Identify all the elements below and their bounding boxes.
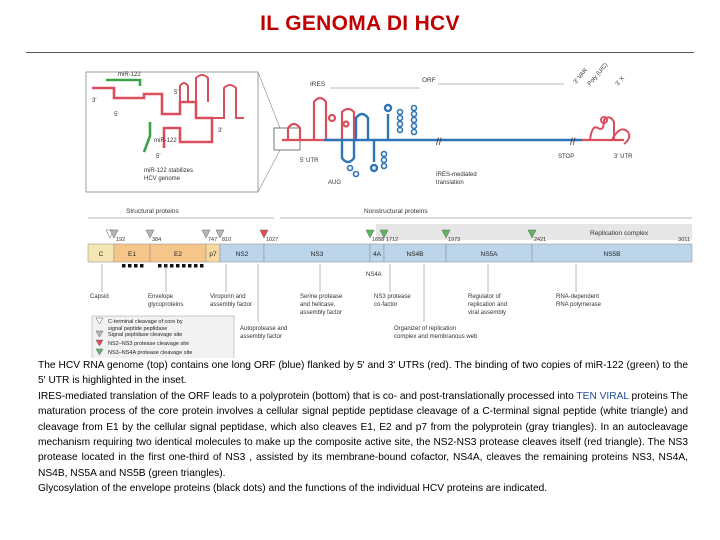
legend-text: NS2–NS3 protease cleavage site	[108, 341, 189, 347]
segment-label-c: C	[99, 251, 104, 258]
glycosylation-dot	[188, 264, 192, 268]
function-ns3-3: assembly factor	[300, 310, 342, 316]
nonstructural-proteins-label: Nonstructural proteins	[364, 208, 428, 215]
glycosylation-dot	[170, 264, 174, 268]
glycosylation-dot	[176, 264, 180, 268]
segment-start-ns5a: 1973	[448, 237, 460, 243]
replication-complex-label: Replication complex	[590, 230, 649, 237]
function-ns3-1: Serine protease	[300, 294, 343, 300]
inset-label-5prime-bottom: 5'	[156, 154, 160, 160]
function-envelope-1: Envelope	[148, 294, 174, 300]
segment-start-ns2: 810	[222, 237, 231, 243]
caption-paragraph-3: Glycosylation of the envelope proteins (…	[38, 481, 688, 496]
function-ns2-1: Autoprotease and	[240, 326, 287, 332]
segment-label-ns4b: NS4B	[407, 251, 424, 258]
function-ns5a-2: replication and	[468, 302, 507, 308]
segment-label-ns5a: NS5A	[481, 251, 499, 258]
caption-p2-end: proteins The maturation process of the c…	[38, 391, 688, 479]
genome-label-utr5: 5' UTR	[300, 158, 319, 164]
inset-label-5prime-left: 5'	[114, 112, 118, 118]
inset-label-mir122-top: miR-122	[118, 72, 141, 78]
function-viroporin-2: assembly factor	[210, 302, 252, 308]
function-ns4b-2: complex and membranous web	[394, 334, 478, 340]
function-ns5a-3: viral assembly	[468, 310, 506, 316]
inset-label-3prime-top: 3'	[92, 98, 96, 104]
function-ns4a-1: NS3 protease	[374, 294, 411, 300]
segment-start-4a: 1658	[372, 237, 384, 243]
segment-label-ns5b: NS5B	[604, 251, 621, 258]
segment-label-e2: E2	[174, 251, 182, 258]
title-divider	[26, 52, 694, 53]
inset-frame	[86, 72, 258, 192]
glycosylation-dot	[158, 264, 162, 268]
function-ns5b-2: RNA polymerase	[556, 302, 602, 308]
glycosylation-dots	[122, 264, 204, 268]
function-ns3-2: and helicase,	[300, 302, 336, 308]
segment-start-e1: 192	[116, 237, 125, 243]
genome-label-aug: AUG	[328, 180, 341, 186]
genome-label-ires-mediated-1: IRES-mediated	[436, 172, 477, 178]
function-ns2-2: assembly factor	[240, 334, 282, 340]
utr5-structure	[282, 98, 354, 140]
caption-paragraph-2: IRES-mediated translation of the ORF lea…	[38, 389, 688, 481]
legend-text: NS3–NS4A protease cleavage site	[108, 350, 192, 356]
page-title: IL GENOMA DI HCV	[0, 12, 720, 36]
inset-note-line2: HCV genome	[144, 176, 181, 182]
legend-text: Signal peptidase cleavage site	[108, 332, 182, 338]
function-ns5a-1: Regulator of	[468, 294, 501, 300]
glycosylation-dot	[140, 264, 144, 268]
segment-label-4a: 4A	[373, 251, 382, 258]
segment-start-ns4b: 1712	[386, 237, 398, 243]
glycosylation-dot	[200, 264, 204, 268]
caption-paragraph-1: The HCV RNA genome (top) contains one lo…	[38, 358, 688, 389]
segment-label-e1: E1	[128, 251, 136, 258]
segment-start-ns3: 1027	[266, 237, 278, 243]
ns4a-label: NS4A	[366, 272, 382, 278]
segment-start-p7: 747	[208, 237, 217, 243]
ires-structure	[342, 105, 391, 171]
orf-break-left: //	[436, 137, 442, 148]
figure-caption: The HCV RNA genome (top) contains one lo…	[38, 358, 688, 497]
function-ns4a-2: co-factor	[374, 302, 397, 308]
glycosylation-dot	[128, 264, 132, 268]
function-envelope-2: glycoproteins	[148, 302, 183, 308]
genome-label-stop: STOP	[558, 154, 574, 160]
genome-label-ires: IRES	[310, 81, 326, 88]
genome-label-orf: ORF	[422, 77, 436, 84]
segment-start-e2: 384	[152, 237, 161, 243]
glycosylation-dot	[122, 264, 126, 268]
glycosylation-dot	[194, 264, 198, 268]
function-ns4b-1: Organizer of replication	[394, 326, 456, 332]
mir122-inset: miR-122 3' 5' 5' miR-122 3' 5' miR-122 s…	[86, 72, 258, 192]
function-capsid-1: Capsid	[90, 294, 109, 300]
segment-label-ns3: NS3	[311, 251, 324, 258]
function-ns5b-1: RNA-dependent	[556, 294, 599, 300]
genome-rna: IRES ORF	[282, 62, 633, 186]
hcv-genome-diagram: miR-122 3' 5' 5' miR-122 3' 5' miR-122 s…	[84, 58, 694, 358]
segment-end-number: 3011	[678, 237, 690, 243]
segment-label-ns2: NS2	[236, 251, 249, 258]
inset-label-5prime-top: 5'	[174, 90, 178, 96]
segment-start-ns5b: 2421	[534, 237, 546, 243]
segment-label-p7: p7	[209, 251, 217, 258]
inset-label-3prime-right: 3'	[218, 128, 222, 134]
orf-break-right: //	[570, 137, 576, 148]
glycosylation-dot	[134, 264, 138, 268]
inset-label-mir122-bottom: miR-122	[154, 138, 177, 144]
caption-p2-start: IRES-mediated translation of the ORF lea…	[38, 391, 576, 402]
legend: C-terminal cleavage of core bysignal pep…	[92, 316, 234, 358]
inset-note-line1: miR-122 stabilizes	[144, 168, 193, 174]
function-viroporin-1: Viroporin and	[210, 294, 246, 300]
genome-label-x3: 3' X	[615, 76, 626, 88]
genome-label-utr3: 3' UTR	[614, 154, 633, 160]
genome-label-ires-mediated-2: translation	[436, 180, 464, 186]
legend-text: C-terminal cleavage of core by	[108, 319, 183, 325]
caption-highlight-ten-viral: TEN VIRAL	[576, 391, 628, 402]
zoom-line-top	[258, 72, 280, 128]
zoom-line-bottom	[258, 150, 280, 192]
genome-label-polyuc: Poly (U/C)	[587, 62, 609, 87]
glycosylation-dot	[182, 264, 186, 268]
structural-proteins-label: Structural proteins	[126, 208, 179, 215]
